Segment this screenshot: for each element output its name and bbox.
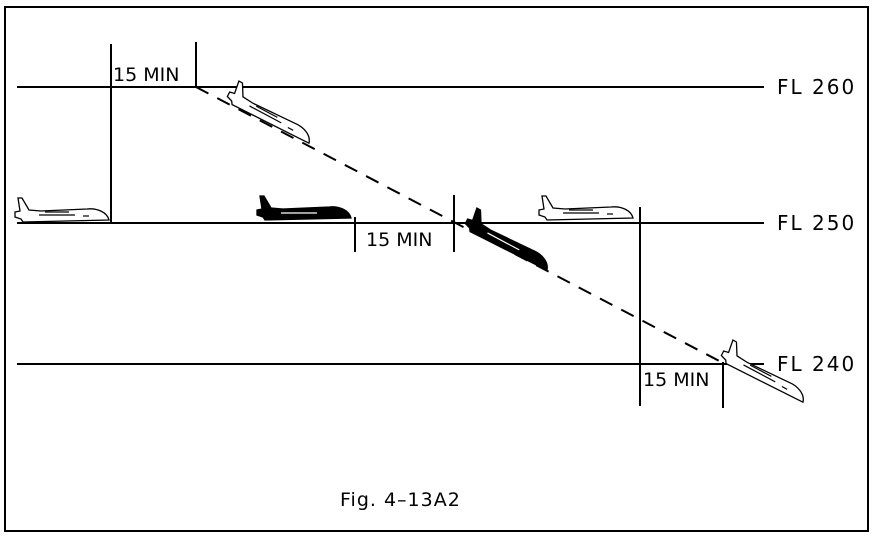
figure-caption: Fig. 4–13A2 [340,489,461,511]
fl250-label: FL 250 [777,211,856,235]
figure-border [4,6,869,532]
fl260-label: FL 260 [777,75,856,99]
fl240-label: FL 240 [777,352,856,376]
interval-b-label: 15 MIN [366,229,432,251]
interval-a-label: 15 MIN [113,64,179,86]
aircraft-descending-upper [224,79,320,146]
aircraft-left-level [14,197,110,223]
interval-c-label: 15 MIN [643,369,709,391]
descent-path [195,86,726,365]
aircraft-right-level [538,195,634,221]
aircraft-subject-level [256,195,352,221]
